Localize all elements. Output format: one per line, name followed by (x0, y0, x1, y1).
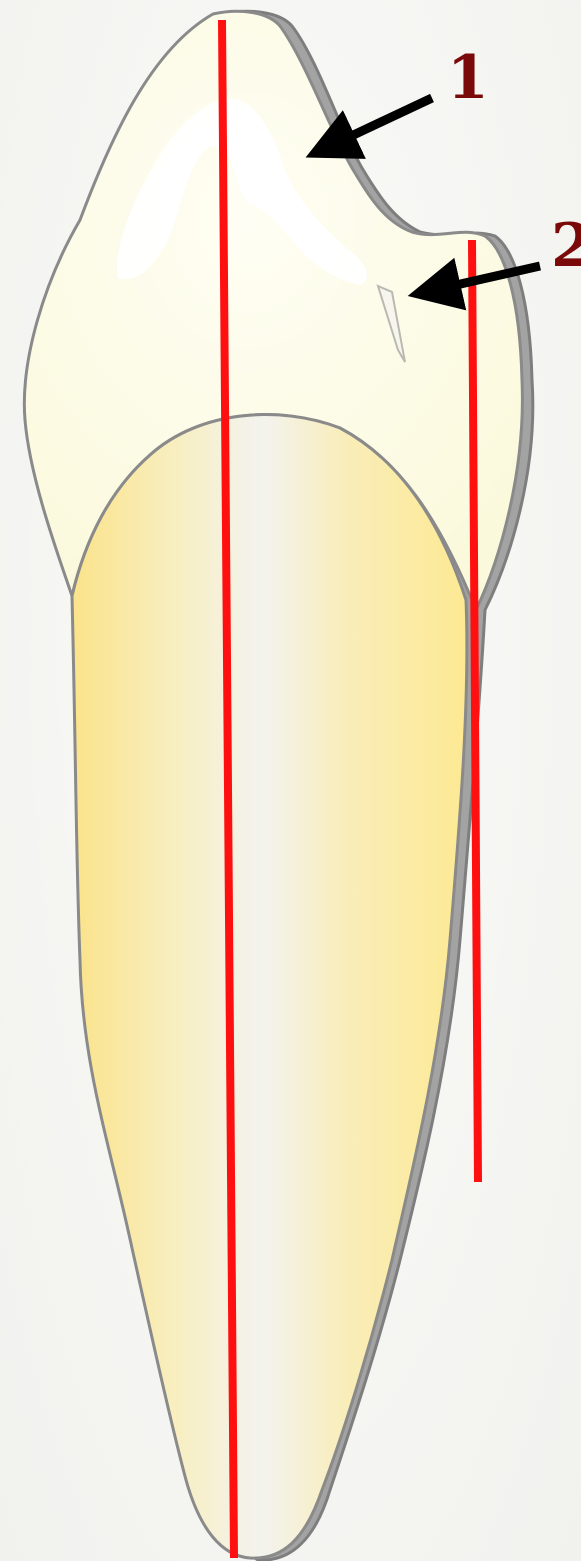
label-2: 2 (551, 211, 581, 281)
arrow-1 (330, 98, 432, 146)
tooth-root (72, 415, 467, 1559)
label-1: 1 (447, 43, 489, 113)
